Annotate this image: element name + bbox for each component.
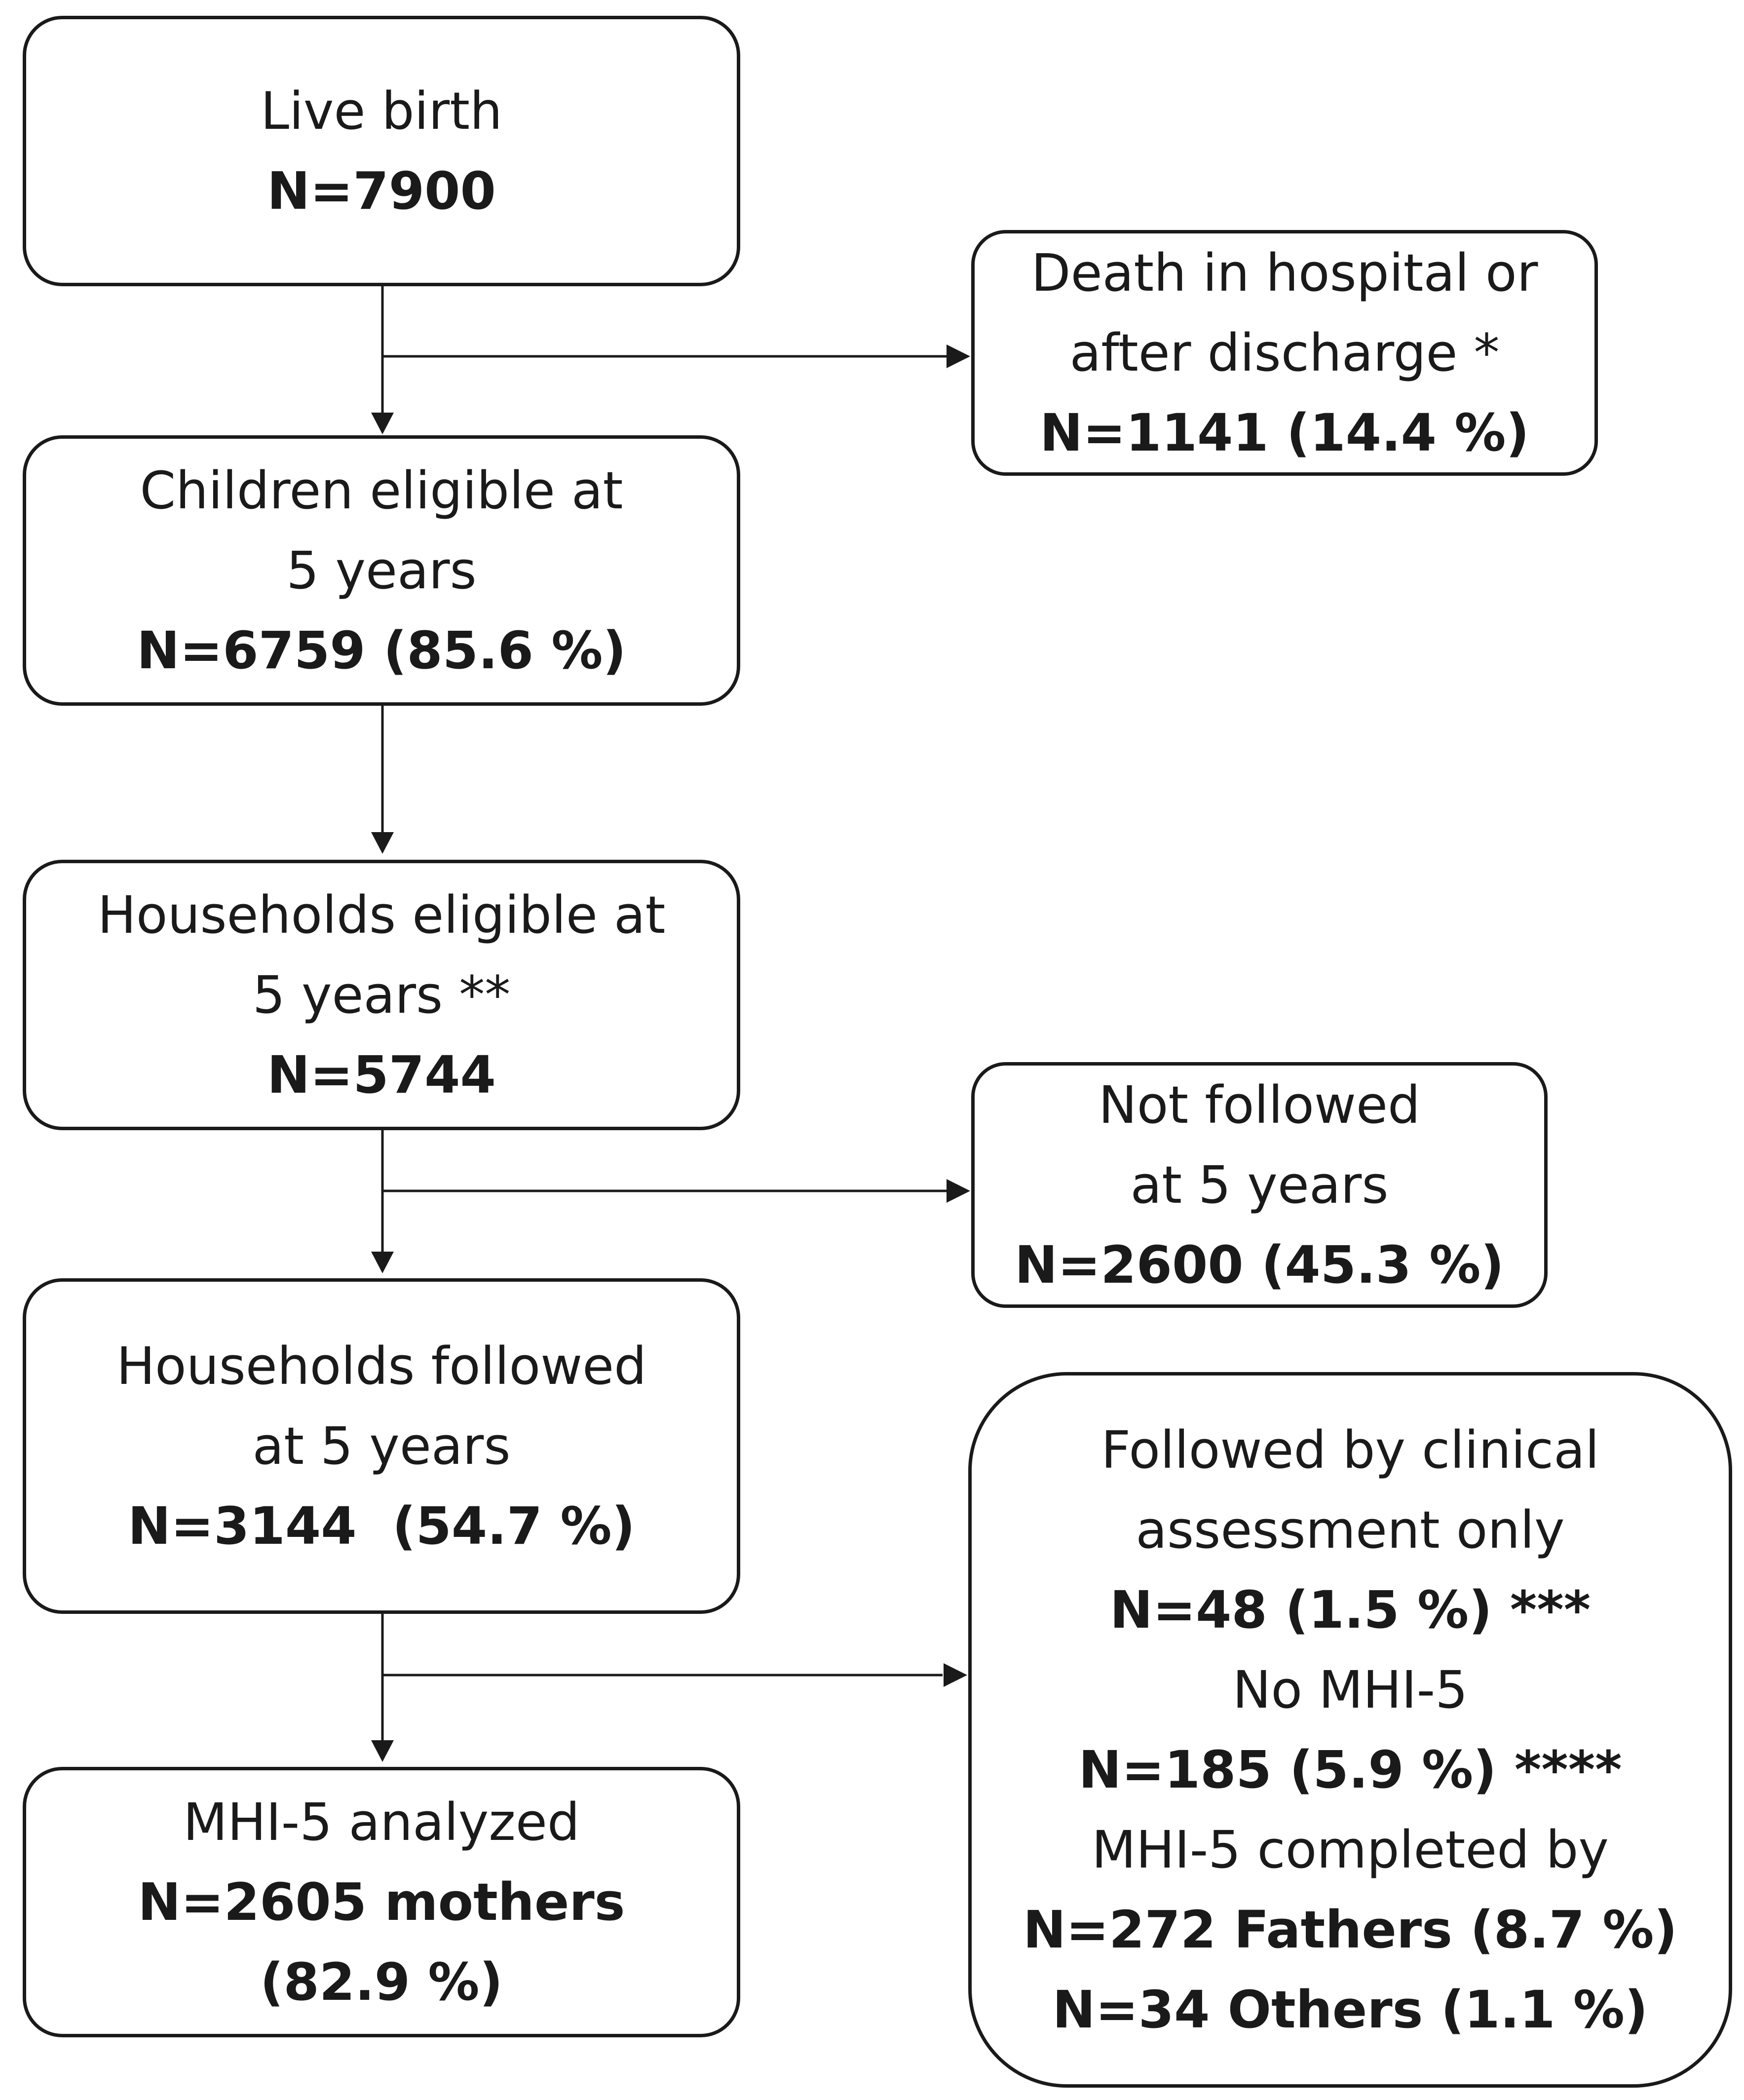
- box-excluded-detail-line-2: assessment only: [1136, 1500, 1565, 1560]
- box-excluded-detail-line-1: Followed by clinical: [1101, 1420, 1599, 1480]
- box-excluded-detail-others-count: N=34 Others (1.1 %): [1052, 1980, 1648, 2040]
- box-households-eligible: Households eligible at 5 years ** N=5744: [23, 860, 740, 1130]
- box-live-birth-count: N=7900: [267, 161, 496, 221]
- box-not-followed-label-1: Not followed: [1099, 1075, 1420, 1135]
- box-households-followed-label-1: Households followed: [116, 1336, 647, 1396]
- box-children-eligible-label-2: 5 years: [286, 540, 477, 601]
- arrowhead-children-to-households: [371, 832, 394, 854]
- box-excluded-detail-line-4: No MHI-5: [1232, 1660, 1468, 1720]
- box-analyzed-percent: (82.9 %): [260, 1952, 503, 2012]
- arrowhead-followed-to-analyzed: [371, 1740, 394, 1762]
- arrowhead-to-not-followed: [947, 1179, 970, 1203]
- box-death: Death in hospital or after discharge * N…: [971, 230, 1598, 476]
- box-children-eligible: Children eligible at 5 years N=6759 (85.…: [23, 435, 740, 706]
- box-analyzed-label: MHI-5 analyzed: [183, 1792, 580, 1852]
- arrowhead-to-death: [947, 344, 970, 368]
- box-households-eligible-label-2: 5 years **: [252, 965, 511, 1025]
- box-analyzed-count: N=2605 mothers: [138, 1872, 625, 1932]
- box-excluded-detail-fathers-count: N=272 Fathers (8.7 %): [1023, 1900, 1677, 1960]
- box-households-eligible-label-1: Households eligible at: [97, 885, 666, 945]
- box-excluded-detail-clinical-count: N=48 (1.5 %) ***: [1109, 1580, 1591, 1640]
- box-excluded-detail-line-6: MHI-5 completed by: [1092, 1820, 1609, 1880]
- box-not-followed-count: N=2600 (45.3 %): [1015, 1235, 1504, 1295]
- box-analyzed: MHI-5 analyzed N=2605 mothers (82.9 %): [23, 1767, 740, 2037]
- box-live-birth: Live birth N=7900: [23, 16, 740, 286]
- box-children-eligible-count: N=6759 (85.6 %): [137, 620, 626, 681]
- box-households-followed: Households followed at 5 years N=3144 (5…: [23, 1278, 740, 1614]
- box-households-eligible-count: N=5744: [267, 1045, 496, 1105]
- box-death-label-2: after discharge *: [1069, 323, 1500, 383]
- box-excluded-detail-no-mhi-count: N=185 (5.9 %) ****: [1078, 1740, 1622, 1800]
- box-death-count: N=1141 (14.4 %): [1040, 403, 1529, 463]
- arrowhead-eligible-to-followed: [371, 1252, 394, 1273]
- box-not-followed: Not followed at 5 years N=2600 (45.3 %): [971, 1062, 1548, 1308]
- box-live-birth-label: Live birth: [261, 81, 502, 141]
- box-excluded-detail: Followed by clinical assessment only N=4…: [968, 1372, 1732, 2088]
- box-households-followed-label-2: at 5 years: [252, 1416, 511, 1476]
- box-not-followed-label-2: at 5 years: [1130, 1155, 1389, 1215]
- arrowhead-to-excluded-detail: [944, 1663, 967, 1687]
- box-children-eligible-label-1: Children eligible at: [140, 460, 623, 521]
- box-households-followed-count: N=3144 (54.7 %): [127, 1496, 636, 1556]
- box-death-label-1: Death in hospital or: [1031, 243, 1538, 303]
- arrowhead-live-to-children: [371, 413, 394, 434]
